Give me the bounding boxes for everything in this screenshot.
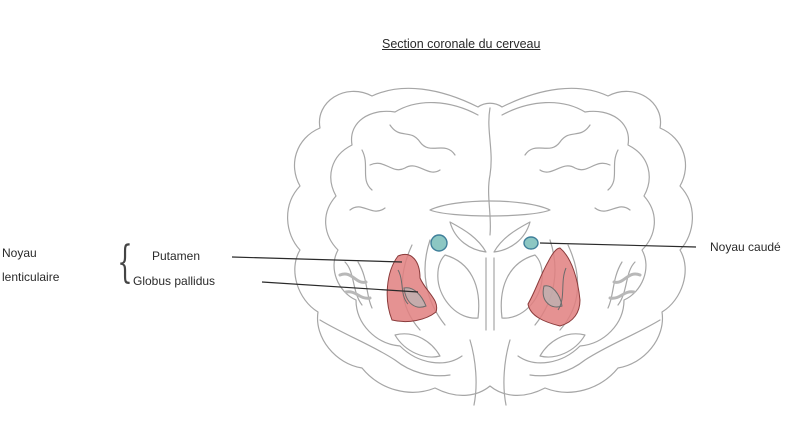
diagram-title: Section coronale du cerveau xyxy=(382,37,540,51)
hippocampus-left xyxy=(395,334,440,357)
thalamus-left xyxy=(438,255,479,318)
lenticular-nucleus-left xyxy=(387,254,437,321)
label-noyau-lenticulaire-line1: Noyau xyxy=(2,246,37,260)
label-globus-pallidus: Globus pallidus xyxy=(133,274,215,288)
brace-symbol: { xyxy=(117,241,132,285)
hippocampus-right xyxy=(540,334,585,357)
label-noyau-lenticulaire-line2: lenticulaire xyxy=(2,270,59,284)
label-noyau-caude: Noyau caudé xyxy=(710,240,781,254)
label-putamen: Putamen xyxy=(152,249,200,263)
lateral-sulcus-right xyxy=(610,274,640,298)
caudate-nucleus-right xyxy=(524,237,538,249)
gyri-right xyxy=(525,125,630,211)
insula-left xyxy=(345,262,372,308)
lateral-ventricle-right xyxy=(494,222,530,252)
lateral-sulcus-left xyxy=(340,274,370,298)
gyri-left xyxy=(350,125,455,211)
third-ventricle xyxy=(486,258,494,330)
lenticular-nucleus-right xyxy=(528,248,580,326)
caudate-nucleus-left xyxy=(431,235,447,251)
lateral-ventricle-left xyxy=(450,222,486,252)
putamen-leader-line xyxy=(232,257,402,262)
insula-right xyxy=(608,262,635,308)
noyau-caude-leader-line xyxy=(540,243,696,247)
brainstem xyxy=(470,340,510,405)
temporal-lobe-right xyxy=(530,320,660,376)
temporal-lobe-left xyxy=(320,320,450,376)
